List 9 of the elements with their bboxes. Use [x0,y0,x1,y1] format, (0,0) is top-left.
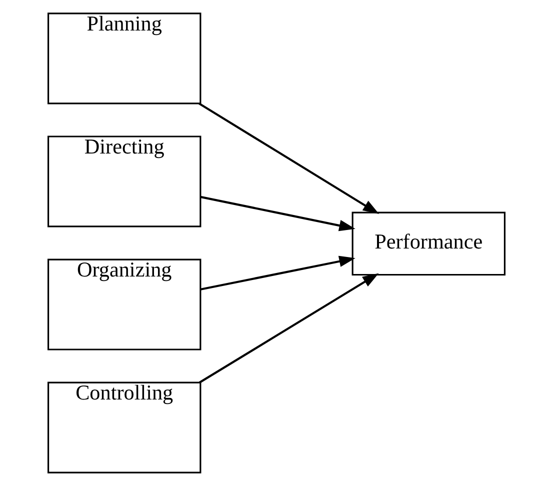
arrow [200,256,356,290]
arrow [198,102,380,214]
node-box: Controlling [48,382,202,474]
node-box: Directing [48,136,202,228]
node-box: Organizing [48,258,202,350]
arrow [198,273,379,384]
arrow [200,196,356,232]
node-box: Planning [48,12,202,104]
node-box: Performance [352,212,506,276]
